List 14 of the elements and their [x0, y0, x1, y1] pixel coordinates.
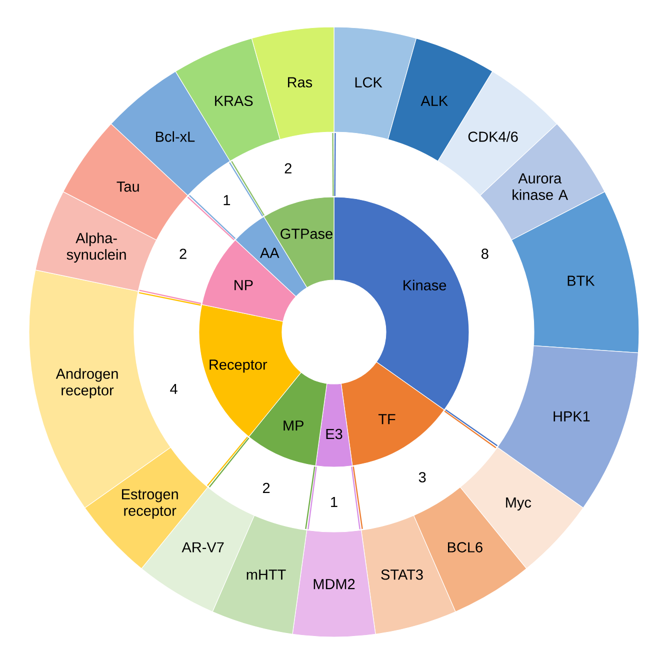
count-label: 3 [418, 472, 426, 482]
target-segment: LCK [334, 26, 417, 140]
count-label: 4 [170, 384, 178, 394]
count-label: 2 [180, 248, 186, 259]
category-segment: Kinase [334, 196, 470, 410]
count-label: 1 [224, 195, 230, 206]
target-segment: Alpha-synuclein [35, 191, 157, 292]
count-label: 1 [331, 497, 338, 507]
target-segment: MDM2 [292, 530, 376, 638]
count-label: 2 [262, 482, 270, 493]
category-segment: E3 [315, 383, 353, 468]
category-segment: MP [248, 372, 328, 466]
count-label: 8 [482, 248, 488, 259]
count-label: 2 [284, 163, 292, 174]
